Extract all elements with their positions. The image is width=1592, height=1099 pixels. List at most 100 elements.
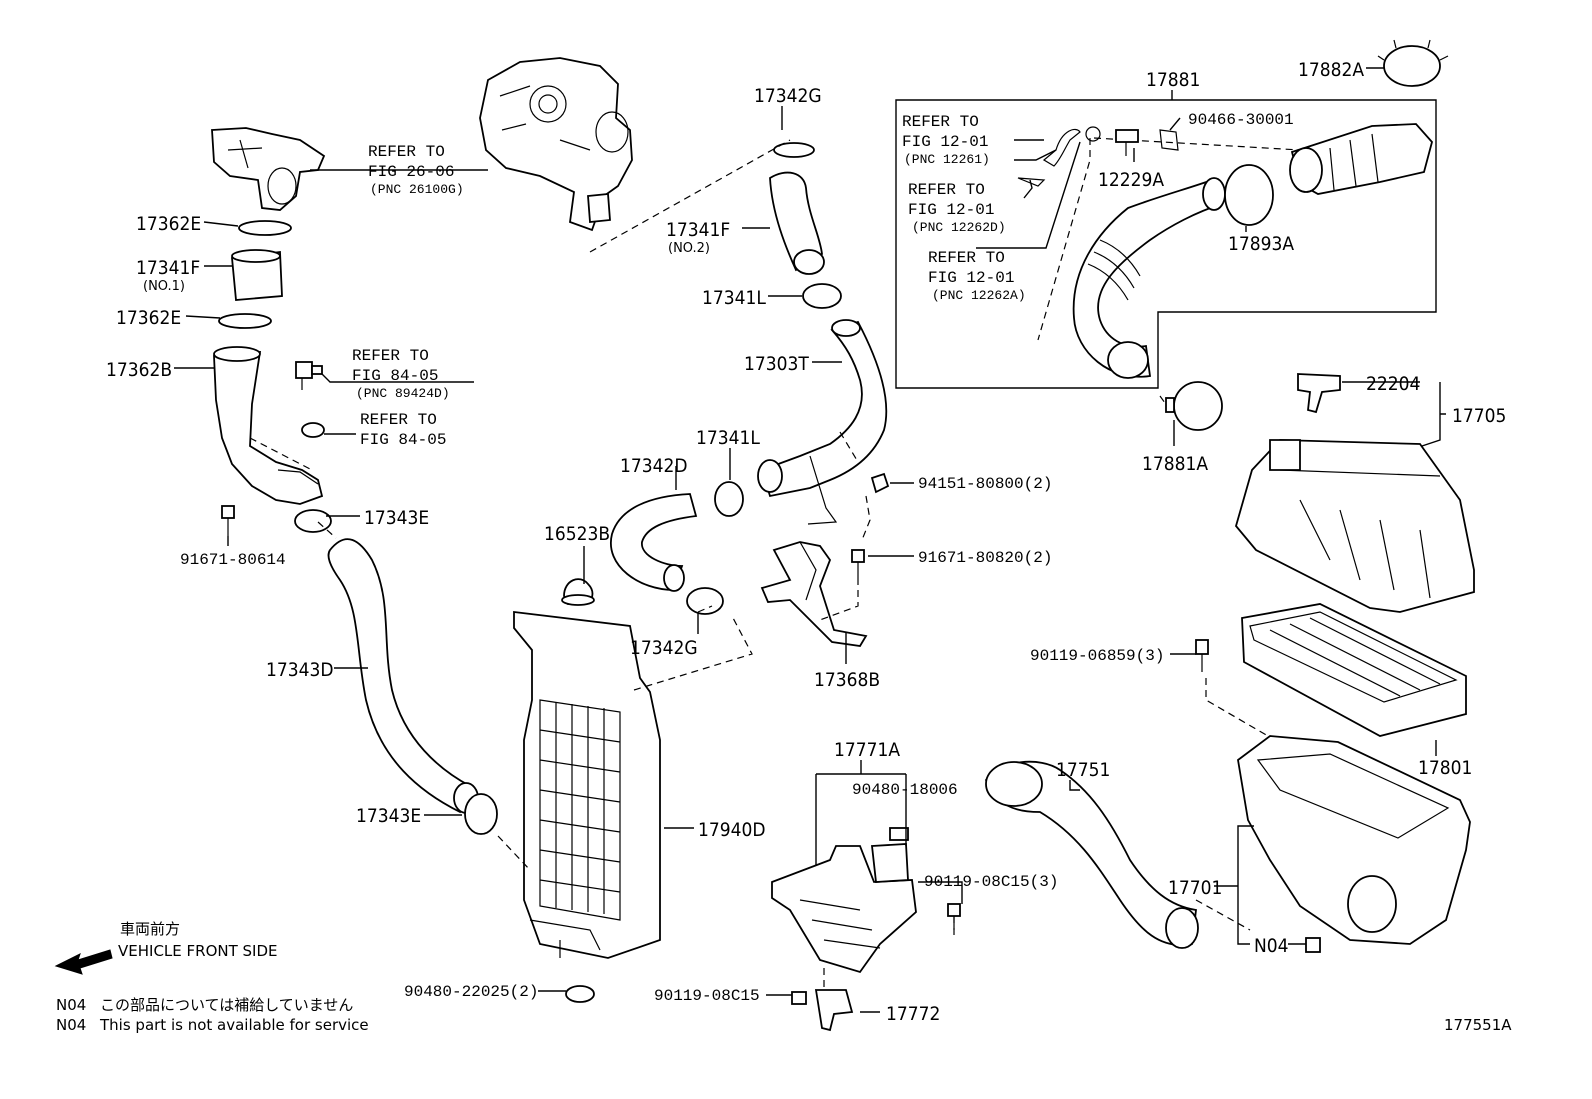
callout-16523b: 16523B (544, 523, 610, 545)
clamp-17341l-top-drawing (802, 283, 842, 309)
callout-17772: 17772 (886, 1003, 940, 1025)
clip-12262d-drawing (1017, 177, 1046, 187)
svg-text:FIG 12-01: FIG 12-01 (908, 201, 994, 219)
outlet-housing-drawing (211, 127, 326, 211)
callout-90480-18006: 90480-18006 (852, 781, 958, 799)
bracket-17772-drawing (814, 989, 854, 1032)
callout-17368b: 17368B (814, 669, 880, 691)
callout-17342g-low: 17342G (630, 637, 698, 659)
svg-text:FIG 12-01: FIG 12-01 (902, 133, 988, 151)
clamp-17893a-drawing (1224, 164, 1274, 226)
reference-fig-26-06: REFER TO FIG 26-06 (PNC 26100G) (368, 143, 464, 197)
air-hose-17881-drawing (1072, 177, 1226, 379)
bolt-90119-06859-drawing (1195, 639, 1209, 672)
svg-text:REFER TO: REFER TO (352, 347, 429, 365)
group-box-17881 (895, 99, 1437, 389)
callout-17341f-no1-sub: (NO.1) (143, 279, 185, 294)
clamp-17362e-top-drawing (238, 220, 292, 236)
bolt-90119-08c15-3-drawing (947, 903, 961, 930)
callout-17751: 17751 (1056, 759, 1110, 781)
svg-text:(PNC 12261): (PNC 12261) (904, 152, 990, 167)
gasket-ring-drawing (301, 422, 325, 438)
svg-text:FIG 12-01: FIG 12-01 (928, 269, 1014, 287)
clamp-17343e-top-drawing (294, 509, 332, 533)
filter-element-drawing (1241, 603, 1467, 737)
svg-text:FIG 26-06: FIG 26-06 (368, 163, 454, 181)
svg-text:REFER TO: REFER TO (368, 143, 445, 161)
svg-text:(PNC 89424D): (PNC 89424D) (356, 386, 450, 401)
sensor-12229a-drawing (1115, 129, 1139, 156)
callout-17701: 17701 (1168, 877, 1222, 899)
svg-text:REFER TO: REFER TO (902, 113, 979, 131)
figure-code: 177551A (1444, 1016, 1512, 1034)
front-arrow-icon (54, 949, 113, 975)
callout-17362e-top: 17362E (136, 213, 201, 235)
intercooler-drawing (513, 610, 661, 959)
callout-90119-06859: 90119-06859(3) (1030, 647, 1164, 665)
bracket-17368b-drawing (760, 541, 868, 647)
clamp-17343e-low-drawing (464, 793, 498, 835)
svg-text:(PNC 12262D): (PNC 12262D) (912, 220, 1006, 235)
reference-fig-12-01-pnc-12262a: REFER TO FIG 12-01 (PNC 12262A) (928, 249, 1026, 303)
svg-text:N04: N04 (56, 1016, 86, 1034)
clip-90466-drawing (1159, 129, 1179, 151)
grommet-n04-drawing (1305, 937, 1321, 953)
callout-17362b: 17362B (106, 359, 172, 381)
front-label-jp: 車両前方 (120, 920, 180, 938)
reference-fig-12-01-pnc-12261: REFER TO FIG 12-01 (PNC 12261) (902, 113, 990, 167)
sensor-drawing (295, 361, 323, 390)
turbocharger-drawing (479, 57, 633, 232)
callout-n04: N04 (1254, 935, 1289, 957)
pipe-17362b-drawing (213, 346, 324, 505)
hose-17341f-no2-drawing (769, 171, 825, 275)
service-note-en: N04 This part is not available for servi… (56, 1016, 369, 1034)
clamp-17342g-low-drawing (686, 587, 724, 615)
clamp-17362e-mid-drawing (218, 313, 272, 329)
callout-17342g-top: 17342G (754, 85, 822, 107)
callout-91671-80614: 91671-80614 (180, 551, 286, 569)
service-note-jp: N04 この部品については補給していません (56, 996, 353, 1014)
callout-17362e-mid: 17362E (116, 307, 181, 329)
hose-17343d-drawing (327, 538, 479, 814)
callout-22204: 22204 (1366, 373, 1420, 395)
callout-17303t: 17303T (744, 353, 809, 375)
callout-17343d: 17343D (266, 659, 334, 681)
ring-12262a-drawing (1085, 126, 1101, 142)
callout-17343e-top: 17343E (364, 507, 429, 529)
callout-17801: 17801 (1418, 757, 1472, 779)
sensor-22204-drawing (1297, 373, 1341, 414)
svg-text:この部品については補給していません: この部品については補給していません (100, 996, 353, 1014)
bolt-91671-80820-drawing (851, 549, 865, 578)
reference-fig-84-05: REFER TO FIG 84-05 (360, 411, 446, 449)
svg-text:This part is not available for: This part is not available for service (99, 1016, 369, 1034)
grommet-90480-22025-drawing (565, 985, 595, 1003)
callout-17881a: 17881A (1142, 453, 1208, 475)
svg-text:REFER TO: REFER TO (908, 181, 985, 199)
callout-17771a: 17771A (834, 739, 900, 761)
callout-17882a: 17882A (1298, 59, 1364, 81)
callout-90119-08c15: 90119-08C15 (654, 987, 760, 1005)
dashed-leaders (249, 137, 1301, 990)
vehicle-front-legend: 車両前方 VEHICLE FRONT SIDE (54, 920, 278, 975)
reference-fig-84-05-pnc: REFER TO FIG 84-05 (PNC 89424D) (352, 347, 450, 401)
hose-17341f-no1-drawing (231, 249, 283, 301)
svg-text:FIG 84-05: FIG 84-05 (352, 367, 438, 385)
svg-text:REFER TO: REFER TO (928, 249, 1005, 267)
inlet-duct-drawing (1289, 123, 1433, 195)
svg-text:REFER TO: REFER TO (360, 411, 437, 429)
svg-text:(PNC 26100G): (PNC 26100G) (370, 182, 464, 197)
grommet-90480-18006-drawing (889, 827, 909, 841)
reference-leaders (310, 139, 1044, 435)
clamp-17881a-drawing (1165, 381, 1223, 431)
callout-90480-22025: 90480-22025(2) (404, 983, 538, 1001)
callout-90466-30001: 90466-30001 (1188, 111, 1294, 129)
callout-17341l-mid: 17341L (696, 427, 760, 449)
air-cleaner-case-drawing (1237, 735, 1471, 945)
callout-17341f-no2: 17341F (666, 219, 730, 241)
bolt-91671-80614-drawing (221, 505, 235, 536)
callout-17341f-no2-sub: (NO.2) (668, 241, 710, 256)
svg-text:FIG 84-05: FIG 84-05 (360, 431, 446, 449)
callout-17940d: 17940D (698, 819, 766, 841)
clamp-17341l-mid-drawing (714, 481, 744, 517)
